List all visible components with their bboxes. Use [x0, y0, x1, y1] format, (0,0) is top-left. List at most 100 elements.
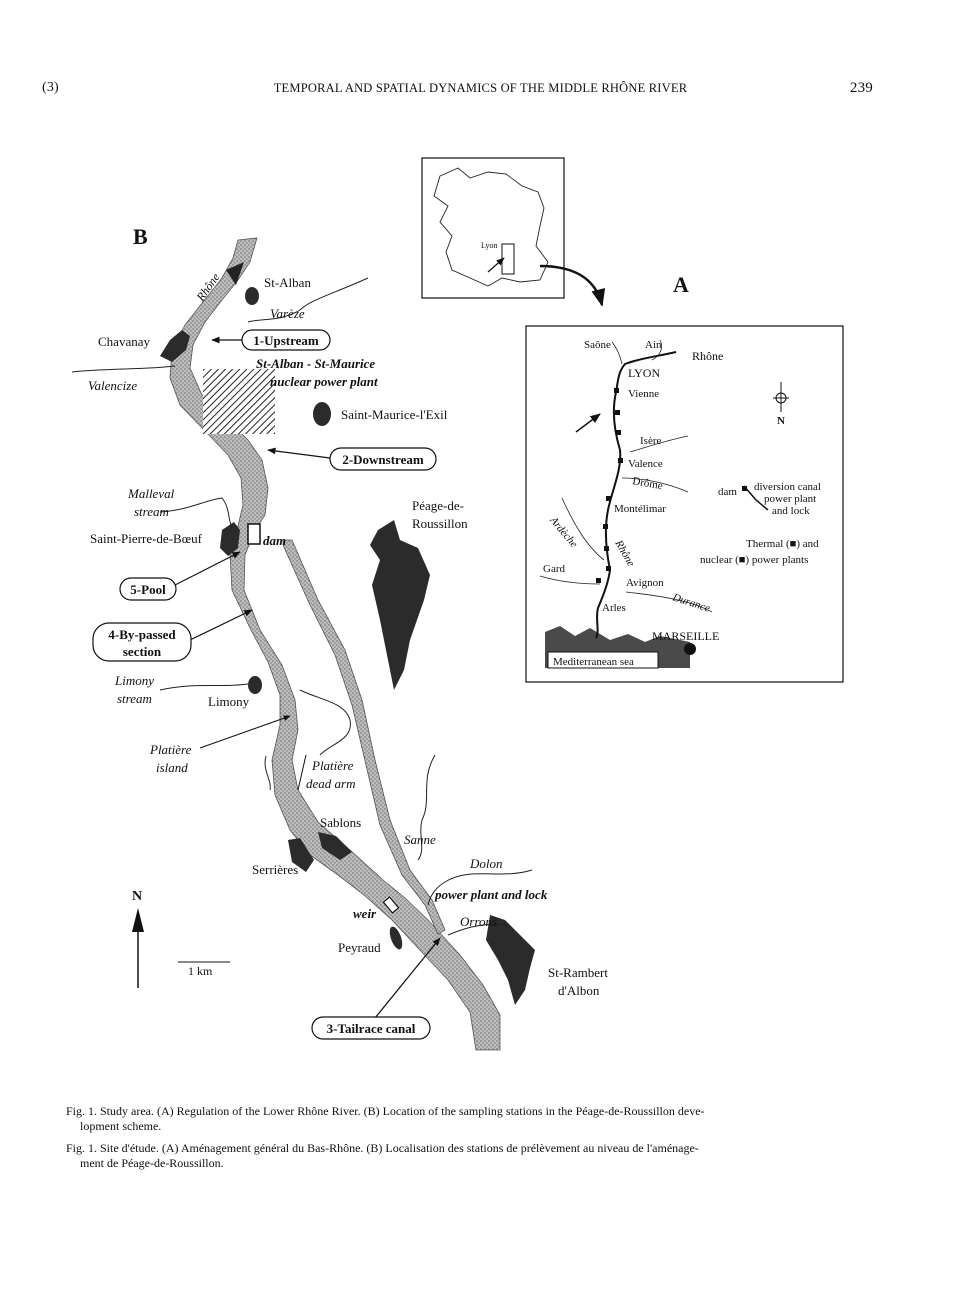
label-plant-2: nuclear power plant: [270, 374, 378, 389]
legend-diversion: diversion canal: [754, 481, 821, 493]
compass-icon: N: [773, 382, 789, 427]
station-2-downstream: 2-Downstream: [267, 447, 437, 471]
dam-markers-a: [596, 388, 623, 583]
label-sablons: Sablons: [320, 815, 361, 830]
label-peyraud: Peyraud: [338, 940, 381, 955]
rhone-main-channel: [169, 237, 501, 1051]
label-serrieres: Serrières: [252, 862, 298, 877]
label-saone: Saône: [584, 339, 611, 351]
north-label-a: N: [777, 415, 785, 427]
station-3-label: 3-Tailrace canal: [327, 1021, 416, 1036]
label-rhone-a: Rhône: [692, 349, 723, 363]
town-peage-shape: [370, 520, 430, 690]
town-serrieres-shape: [288, 838, 314, 872]
station-3-tailrace: 3-Tailrace canal: [311, 937, 441, 1040]
town-saint-pierre-shape: [220, 522, 240, 556]
label-gard: Gard: [543, 563, 565, 575]
station-5-pool: 5-Pool: [119, 551, 241, 601]
legend-and-lock: and lock: [772, 505, 810, 517]
label-lyon: LYON: [628, 366, 660, 380]
legend-power-plant: power plant: [764, 493, 816, 505]
label-dolon: Dolon: [469, 856, 503, 871]
label-peage-1: Péage-de-: [412, 498, 464, 513]
station-4-label-2: section: [123, 644, 162, 659]
leader-lines: [199, 715, 307, 791]
tributaries-a: [539, 339, 713, 613]
town-chavanay-shape: [160, 330, 190, 362]
label-platiere-island-2: island: [156, 760, 188, 775]
town-st-alban-shape: [245, 287, 259, 305]
label-isere: Isère: [640, 435, 661, 447]
label-saint-pierre: Saint-Pierre-de-Bœuf: [90, 531, 203, 546]
running-head-left: (3): [42, 80, 59, 95]
label-ain: Ain: [645, 339, 662, 351]
town-limony-shape: [248, 676, 262, 694]
scale-label: 1 km: [188, 964, 213, 978]
town-peyraud-shape: [389, 926, 403, 950]
tributaries: [71, 277, 533, 936]
label-power-lock: power plant and lock: [434, 887, 548, 902]
legend-thermal-2: nuclear (■) power plants: [700, 554, 808, 566]
caption-english-line-2: lopment scheme.: [80, 1119, 162, 1133]
marseille-dot: [684, 643, 696, 655]
label-montelimar: Montélimar: [614, 503, 666, 515]
weir-marker: [382, 896, 400, 914]
label-dam: dam: [263, 533, 286, 548]
panel-b-letter: B: [133, 224, 148, 249]
flow-arrow-head: [226, 262, 244, 285]
label-st-rambert-1: St-Rambert: [548, 965, 608, 980]
station-4-bypassed: 4-By-passed section: [92, 609, 253, 662]
town-sablons-shape: [318, 832, 352, 860]
label-drome: Drôme: [631, 475, 663, 492]
station-1-label: 1-Upstream: [253, 333, 319, 348]
inset-to-panel-a-arrow: [539, 264, 606, 307]
rhone-course-a: [595, 351, 677, 639]
running-head-title: TEMPORAL AND SPATIAL DYNAMICS OF THE MID…: [273, 81, 688, 95]
label-platiere-arm-2: dead arm: [306, 776, 355, 791]
station-5-label: 5-Pool: [130, 582, 166, 597]
label-vienne: Vienne: [628, 388, 659, 400]
label-valencize: Valencize: [88, 378, 137, 393]
france-outline: [433, 167, 549, 287]
panel-a-map: A Mediterranean sea: [525, 272, 844, 683]
panel-a-letter: A: [673, 272, 689, 297]
label-marseille: MARSEILLE: [652, 629, 719, 643]
france-inset: Lyon: [421, 157, 606, 307]
label-platiere-island-1: Platière: [149, 742, 192, 757]
legend-thermal-1: Thermal (■) and: [746, 538, 819, 550]
panel-a-frame: [525, 325, 844, 683]
caption-french-line-1: Fig. 1. Site d'étude. (A) Aménagement gé…: [66, 1141, 699, 1155]
label-valence: Valence: [628, 458, 663, 470]
label-malleval-2: stream: [134, 504, 169, 519]
label-avignon: Avignon: [626, 577, 664, 589]
legend-a: dam diversion canal power plant and lock…: [700, 481, 821, 566]
legend-dam: dam: [718, 486, 737, 498]
diversion-canal: [282, 539, 446, 935]
station-1-upstream: 1-Upstream: [211, 329, 331, 351]
label-st-rambert-2: d'Albon: [558, 983, 600, 998]
label-vareze: Varèze: [270, 306, 305, 321]
station-4-label-1: 4-By-passed: [108, 627, 176, 642]
page-number: 239: [849, 80, 873, 96]
town-st-rambert-shape: [486, 915, 535, 1005]
label-platiere-arm-1: Platière: [311, 758, 354, 773]
label-limony-stream-2: stream: [117, 691, 152, 706]
inset-lyon-label: Lyon: [481, 241, 497, 250]
nuclear-plant-zone: [203, 369, 275, 434]
north-arrow-b: N: [132, 889, 144, 988]
label-sanne: Sanne: [404, 832, 436, 847]
town-saint-maurice-shape: [313, 402, 331, 426]
label-saint-maurice: Saint-Maurice-l'Exil: [341, 407, 448, 422]
north-label-b: N: [132, 889, 142, 904]
label-peage-2: Roussillon: [412, 516, 468, 531]
label-malleval-1: Malleval: [127, 486, 175, 501]
label-weir: weir: [353, 906, 377, 921]
caption-french-line-2: ment de Péage-de-Roussillon.: [80, 1156, 224, 1170]
scale-bar: 1 km: [178, 961, 230, 978]
label-plant-1: St-Alban - St-Maurice: [256, 356, 375, 371]
dam-marker: [247, 523, 261, 545]
label-st-alban: St-Alban: [264, 275, 311, 290]
label-limony-stream-1: Limony: [114, 673, 154, 688]
label-sea: Mediterranean sea: [553, 656, 634, 668]
